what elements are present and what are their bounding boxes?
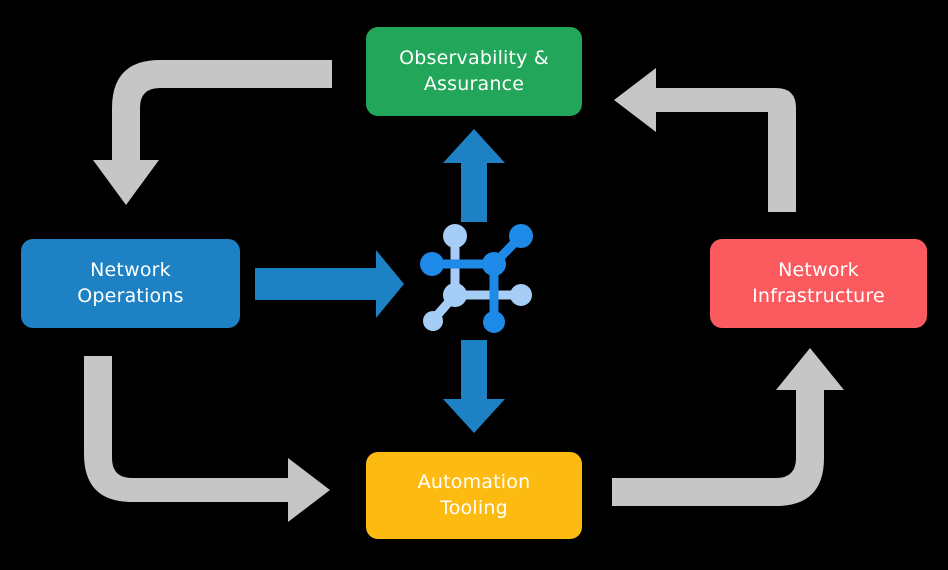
node-automation-tooling[interactable]: Automation Tooling — [366, 452, 582, 539]
topology-nodes-primary — [420, 224, 533, 333]
arrow-automation-to-infrastructure — [612, 348, 844, 506]
arrow-center-to-observability — [443, 129, 505, 222]
network-topology-icon — [420, 222, 536, 334]
network-topology-svg — [420, 224, 533, 333]
arrow-operations-to-automation — [84, 356, 330, 522]
arrow-observability-to-operations — [93, 60, 332, 205]
node-network-operations[interactable]: Network Operations — [21, 239, 240, 328]
node-observability-assurance[interactable]: Observability & Assurance — [366, 27, 582, 116]
topology-nodes-secondary — [423, 224, 532, 331]
arrow-center-to-automation — [443, 340, 505, 433]
arrow-infrastructure-to-observability — [614, 68, 796, 212]
arrow-operations-to-center — [255, 250, 404, 318]
node-network-infrastructure[interactable]: Network Infrastructure — [710, 239, 927, 328]
